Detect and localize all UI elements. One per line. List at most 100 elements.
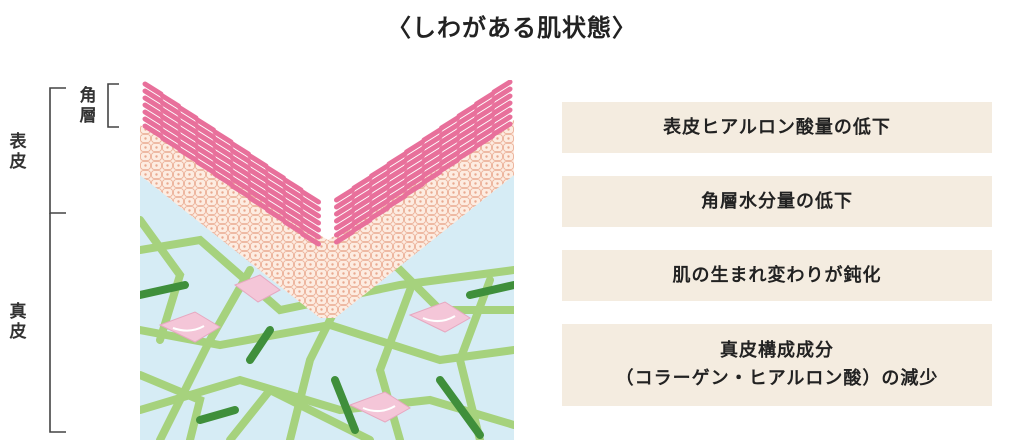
corneum-cell — [177, 140, 199, 156]
corneum-cell — [404, 181, 425, 197]
corneum-cell — [195, 138, 216, 154]
stratum-corneum-bracket — [107, 83, 119, 128]
corneum-cell — [195, 152, 216, 168]
corneum-cell — [351, 217, 373, 233]
stratum-corneum-label: 角層 — [79, 86, 97, 126]
corneum-cell — [160, 135, 181, 151]
corneum-cell — [334, 208, 355, 224]
corneum-cell — [439, 115, 460, 131]
corneum-cell — [300, 189, 321, 205]
corneum-cell — [230, 183, 251, 199]
corneum-cell — [300, 203, 321, 219]
corneum-cell — [474, 119, 495, 135]
corneum-cell — [421, 162, 443, 178]
corneum-cell — [265, 165, 286, 181]
corneum-cell — [195, 124, 216, 140]
corneum-cell — [247, 188, 269, 204]
effect-text-line2: （コラーゲン・ヒアルロン酸）の減少 — [615, 368, 939, 389]
corneum-cell — [491, 80, 513, 95]
corneum-cell — [212, 150, 234, 166]
epidermis-bracket — [49, 87, 66, 214]
corneum-cell — [334, 215, 355, 231]
corneum-cell — [247, 167, 269, 183]
corneum-cell — [160, 107, 181, 123]
corneum-cell — [369, 170, 390, 186]
corneum-cell — [369, 191, 390, 207]
corneum-cell — [195, 117, 216, 133]
corneum-cell — [334, 229, 355, 245]
effect-text: 肌の生まれ変わりが鈍化 — [672, 264, 882, 286]
corneum-cell — [334, 201, 355, 217]
effect-text: 角層水分量の低下 — [701, 190, 853, 212]
corneum-cell — [334, 222, 355, 238]
corneum-cell — [282, 212, 304, 228]
corneum-cell — [386, 172, 408, 188]
corneum-cell — [212, 136, 234, 152]
corneum-cell — [386, 179, 408, 195]
corneum-cell — [439, 157, 460, 173]
epidermis-label: 表皮 — [9, 132, 27, 172]
corneum-cell — [282, 191, 304, 207]
corneum-cell — [212, 143, 234, 159]
corneum-cell — [300, 196, 321, 212]
corneum-cell — [282, 219, 304, 235]
corneum-cell — [404, 146, 425, 162]
fibroblast-cells — [158, 274, 471, 423]
corneum-cell — [177, 112, 199, 128]
corneum-cell — [351, 182, 373, 198]
corneum-cell — [142, 95, 164, 111]
corneum-cell — [142, 102, 164, 118]
effect-box-dermis-components: 真皮構成成分 （コラーゲン・ヒアルロン酸）の減少 — [562, 324, 992, 406]
effect-box-turnover: 肌の生まれ変わりが鈍化 — [562, 250, 992, 301]
corneum-cell — [421, 155, 443, 171]
diagram-title: 〈しわがある肌状態〉 — [387, 14, 637, 42]
corneum-cell — [247, 195, 269, 211]
corneum-cell — [160, 128, 181, 144]
corneum-cell — [230, 162, 251, 178]
corneum-cell — [491, 107, 513, 123]
dermis-label: 真皮 — [9, 302, 27, 342]
corneum-cell — [265, 179, 286, 195]
corneum-cell — [456, 103, 478, 119]
corneum-cell — [439, 143, 460, 159]
corneum-cell — [142, 109, 164, 125]
corneum-cell — [421, 169, 443, 185]
corneum-cell — [230, 169, 251, 185]
corneum-cell — [474, 133, 495, 149]
corneum-cell — [247, 174, 269, 190]
corneum-cell — [351, 189, 373, 205]
elastin-fibers — [140, 281, 514, 439]
corneum-cell — [300, 231, 321, 247]
skin-illustration — [140, 80, 514, 440]
corneum-cell — [265, 200, 286, 216]
corneum-cell — [265, 193, 286, 209]
corneum-cell — [474, 126, 495, 142]
corneum-cell — [421, 141, 443, 157]
corneum-cell — [160, 114, 181, 130]
corneum-cell — [195, 131, 216, 147]
corneum-cell — [404, 160, 425, 176]
corneum-cell — [300, 224, 321, 240]
corneum-cell — [456, 110, 478, 126]
corneum-cell — [386, 165, 408, 181]
effect-text: 表皮ヒアルロン酸量の低下 — [663, 116, 891, 138]
corneum-cell — [212, 171, 234, 187]
corneum-cell — [386, 151, 408, 167]
corneum-cell — [160, 121, 181, 137]
corneum-cell — [247, 181, 269, 197]
corneum-cell — [474, 91, 495, 107]
corneum-cell — [142, 88, 164, 104]
corneum-cell — [491, 86, 513, 102]
corneum-cell — [142, 123, 164, 139]
stratum-corneum-base — [140, 80, 514, 240]
corneum-cell — [491, 100, 513, 116]
corneum-cell — [300, 210, 321, 226]
corneum-cell — [474, 112, 495, 128]
corneum-cell — [491, 93, 513, 109]
corneum-cell — [334, 194, 355, 210]
corneum-cell — [456, 117, 478, 133]
corneum-cell — [386, 193, 408, 209]
corneum-cell — [177, 119, 199, 135]
corneum-cell — [282, 205, 304, 221]
corneum-cell — [439, 129, 460, 145]
